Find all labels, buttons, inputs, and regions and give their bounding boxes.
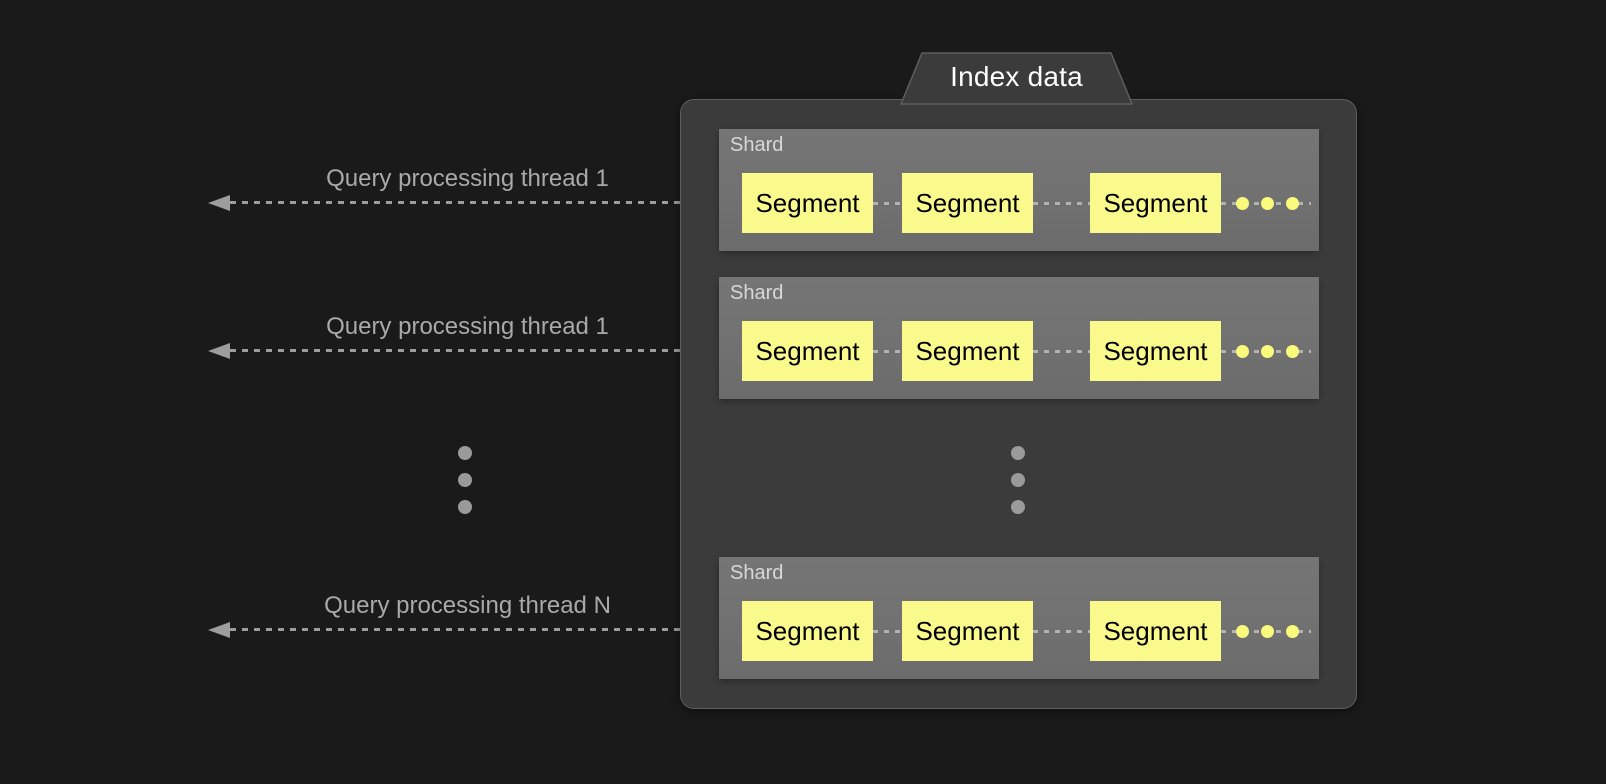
- segment-ellipsis-dot: [1236, 625, 1249, 638]
- ellipsis-dot: [1011, 473, 1025, 487]
- segment-box[interactable]: Segment: [902, 321, 1033, 381]
- threads-ellipsis-icon: [458, 446, 472, 514]
- dotted-line: [873, 350, 903, 353]
- segment-box[interactable]: Segment: [1090, 601, 1221, 661]
- thread-label-2: Query processing thread 1: [326, 313, 609, 340]
- segment-ellipsis-dot: [1236, 197, 1249, 210]
- shard-label: Shard: [730, 282, 784, 304]
- index-data-tab: Index data: [900, 52, 1133, 105]
- ellipsis-dot: [1011, 500, 1025, 514]
- segment-ellipsis-dot: [1261, 197, 1274, 210]
- index-data-title: Index data: [950, 61, 1083, 92]
- thread-label-n: Query processing thread N: [324, 592, 611, 619]
- thread-arrow-n: [208, 619, 748, 641]
- segment-ellipsis-dot: [1286, 345, 1299, 358]
- tab-shape: [900, 52, 1133, 105]
- arrow-head-icon: [208, 195, 230, 211]
- dotted-line: [873, 630, 903, 633]
- segment-box[interactable]: Segment: [902, 601, 1033, 661]
- segment-box[interactable]: Segment: [742, 173, 873, 233]
- segment-ellipsis-dot: [1261, 345, 1274, 358]
- shard-label: Shard: [730, 562, 784, 584]
- segment-ellipsis-dot: [1286, 625, 1299, 638]
- dotted-line: [230, 349, 748, 352]
- ellipsis-dot: [1011, 446, 1025, 460]
- dotted-line: [230, 201, 748, 204]
- thread-arrow-2: [208, 340, 748, 362]
- segment-box[interactable]: Segment: [1090, 173, 1221, 233]
- segment-ellipsis-dot: [1261, 625, 1274, 638]
- dotted-line: [1033, 350, 1091, 353]
- arrow-head-icon: [208, 343, 230, 359]
- shard-label: Shard: [730, 134, 784, 156]
- thread-arrow-1: [208, 192, 748, 214]
- shard-1: Shard Segment Segment Segment: [719, 129, 1319, 251]
- ellipsis-dot: [458, 473, 472, 487]
- ellipsis-dot: [458, 500, 472, 514]
- thread-label-1: Query processing thread 1: [326, 165, 609, 192]
- segment-box[interactable]: Segment: [1090, 321, 1221, 381]
- shard-n: Shard Segment Segment Segment: [719, 557, 1319, 679]
- ellipsis-dot: [458, 446, 472, 460]
- segment-ellipsis-dot: [1236, 345, 1249, 358]
- arrow-head-icon: [208, 622, 230, 638]
- dotted-line: [230, 628, 748, 631]
- dotted-line: [1033, 630, 1091, 633]
- shards-ellipsis-icon: [1011, 446, 1025, 514]
- index-data-container: Shard Segment Segment Segment Shard Segm…: [680, 99, 1357, 709]
- dotted-line: [1033, 202, 1091, 205]
- segment-box[interactable]: Segment: [902, 173, 1033, 233]
- dotted-line: [873, 202, 903, 205]
- segment-ellipsis-dot: [1286, 197, 1299, 210]
- segment-box[interactable]: Segment: [742, 321, 873, 381]
- shard-2: Shard Segment Segment Segment: [719, 277, 1319, 399]
- segment-box[interactable]: Segment: [742, 601, 873, 661]
